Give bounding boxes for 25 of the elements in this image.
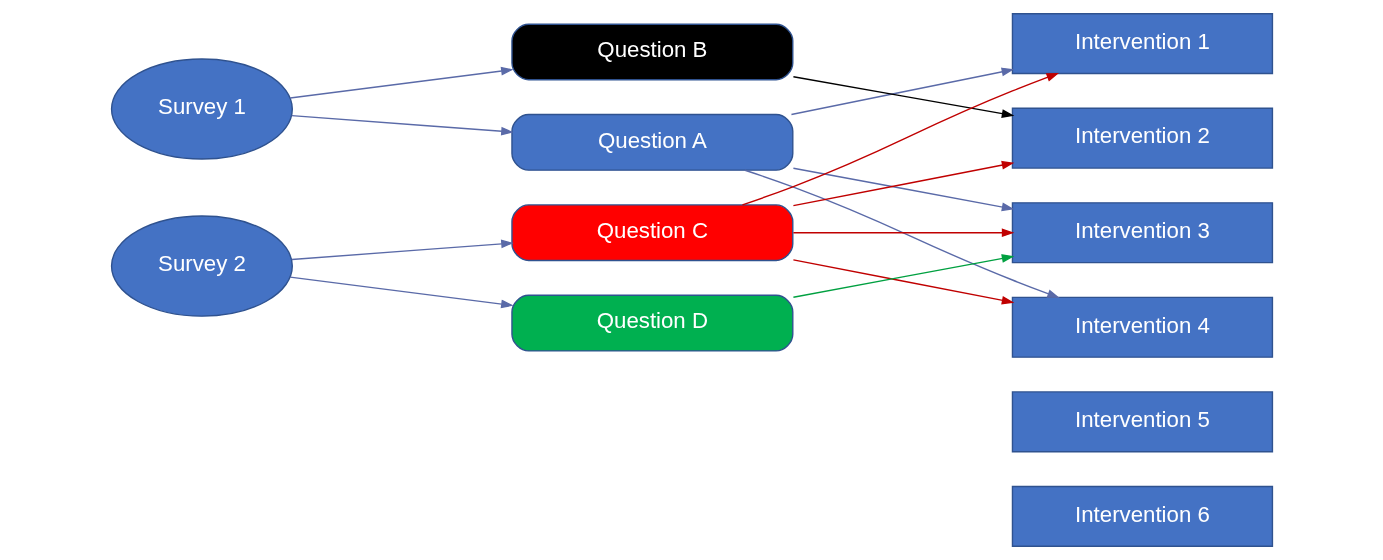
node-box: Question C — [510, 204, 793, 262]
arrow — [288, 276, 514, 309]
node-box: Intervention 2 — [1011, 107, 1273, 169]
node-box: Intervention 1 — [1011, 13, 1273, 75]
arrow — [743, 169, 1060, 299]
arrow — [792, 76, 1014, 118]
arrow — [290, 239, 514, 261]
arrow — [288, 66, 514, 99]
node-box: Intervention 4 — [1011, 296, 1273, 358]
node-box: Intervention 3 — [1011, 202, 1273, 264]
arrow — [290, 114, 514, 136]
arrow — [790, 67, 1014, 116]
node-box: Question D — [510, 294, 793, 352]
node-box: Intervention 5 — [1011, 391, 1273, 453]
arrow — [792, 228, 1014, 238]
node-box: Intervention 6 — [1011, 485, 1273, 547]
arrow — [741, 72, 1059, 206]
arrow — [792, 167, 1014, 212]
node-box: Question B — [510, 23, 793, 81]
arrow — [792, 160, 1014, 207]
arrow — [792, 259, 1014, 305]
node-ellipse: Survey 1 — [110, 58, 293, 160]
node-box: Question A — [510, 113, 793, 171]
node-ellipse: Survey 2 — [110, 215, 293, 317]
arrow — [792, 254, 1014, 298]
